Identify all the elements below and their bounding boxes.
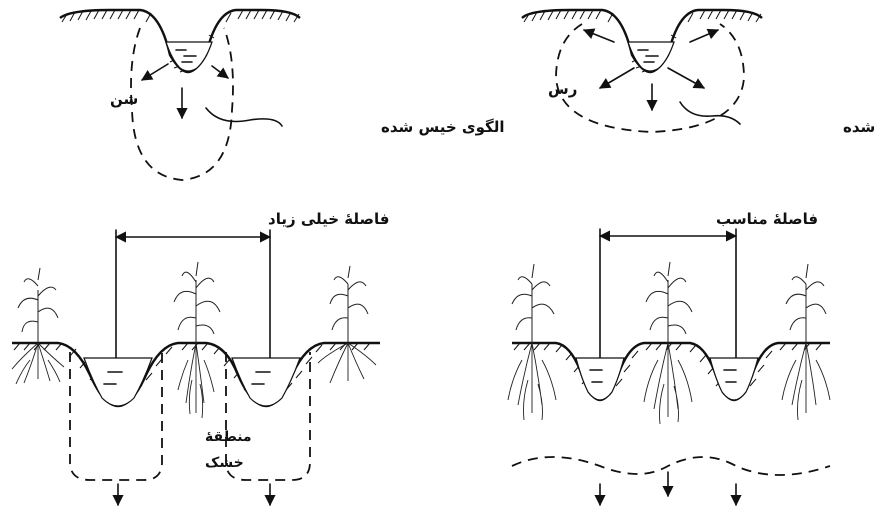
clay-wetted-pattern-label: الگوی خیس شده — [843, 118, 877, 136]
sand-wetted-pattern-label: الگوی خیس شده — [381, 118, 505, 136]
sand-furrow-panel: شن الگوی خیس شده — [59, 8, 505, 181]
wide-spacing-panel: فاصلهٔ خیلی زیاد منطقهٔ خشک — [11, 210, 389, 507]
wide-plant-left — [11, 267, 65, 385]
clay-wetted-pattern — [555, 23, 745, 133]
sand-soil-label: شن — [110, 90, 138, 108]
appropriate-spacing-panel: فاصلهٔ مناسب — [507, 210, 831, 507]
clay-upright-arrow — [689, 28, 720, 43]
wide-spacing-dimension — [114, 229, 272, 359]
dry-zone-label-line2: خشک — [205, 455, 244, 471]
clay-left-arrow — [599, 67, 635, 89]
appropriate-plant-left — [507, 263, 557, 421]
wide-right-water — [231, 357, 301, 407]
wide-plant-middle — [173, 261, 221, 419]
appropriate-soil-profile — [512, 341, 830, 402]
appropriate-plant-right — [781, 263, 831, 421]
clay-upleft-arrow — [582, 28, 615, 43]
dry-zone-label-line1: منطقهٔ — [205, 429, 252, 445]
sand-right-arrow — [211, 65, 229, 79]
wide-right-wetted-pattern — [225, 352, 311, 481]
sand-wetted-pattern — [130, 27, 234, 181]
appropriate-spacing-dimension — [598, 228, 738, 359]
appropriate-plant-middle — [643, 261, 693, 425]
clay-right-arrow — [667, 67, 705, 89]
clay-soil-label: رس — [548, 80, 577, 98]
wide-plant-right — [317, 265, 377, 384]
appropriate-spacing-label: فاصلهٔ مناسب — [716, 210, 818, 228]
wide-left-water — [83, 357, 153, 407]
appropriate-wetted-front — [511, 456, 831, 476]
clay-furrow-panel: رس الگوی خیس شده — [521, 8, 877, 136]
sand-left-arrow — [141, 63, 169, 81]
appropriate-right-water — [709, 357, 759, 401]
wide-spacing-label: فاصلهٔ خیلی زیاد — [268, 210, 389, 228]
appropriate-left-water — [575, 357, 625, 401]
